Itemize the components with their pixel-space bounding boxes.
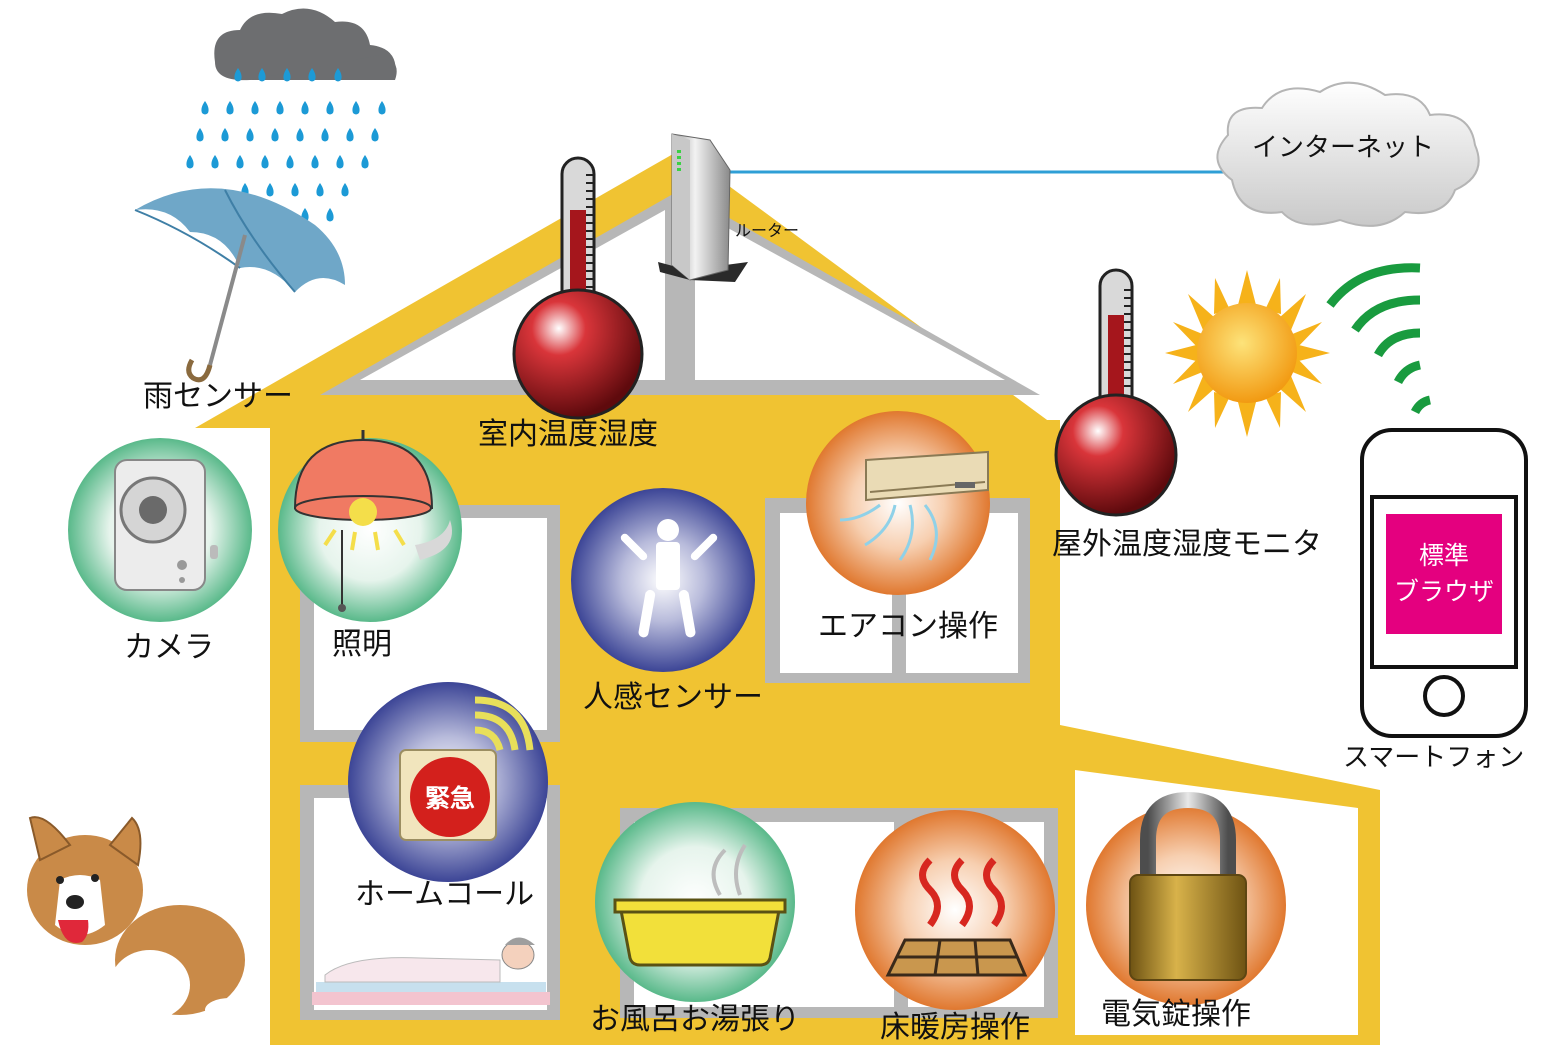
camera-label: カメラ: [124, 630, 214, 665]
thermometer-icon: [512, 156, 644, 420]
browser-label-line1: 標準: [1418, 541, 1469, 570]
internet-label: インターネット: [1252, 133, 1435, 163]
router-icon: [658, 133, 748, 282]
bath-label: お風呂お湯張り: [590, 1002, 800, 1037]
umbrella-icon: [134, 188, 345, 383]
motion-sensor-label: 人感センサー: [583, 680, 763, 715]
lighting-label: 照明: [332, 627, 392, 662]
floor-heating-label: 床暖房操作: [880, 1010, 1030, 1045]
standard-browser-badge[interactable]: 標準 ブラウザ: [1386, 514, 1502, 634]
indoor-temp-humidity-label: 室内温度湿度: [478, 417, 658, 452]
rain-sensor-label: 雨センサー: [143, 379, 293, 414]
air-conditioner-icon: [806, 411, 990, 595]
cloud-icon: [1216, 81, 1480, 227]
floor-heating-icon: [855, 810, 1055, 1010]
browser-label-line2: ブラウザ: [1393, 577, 1494, 606]
dog-icon: [27, 816, 255, 1030]
emergency-stamp: 緊急: [410, 757, 490, 837]
emergency-label: 緊急: [424, 784, 475, 813]
aircon-label: エアコン操作: [818, 609, 998, 644]
sun-icon: [1165, 270, 1330, 437]
electric-lock-label: 電気錠操作: [1101, 997, 1251, 1032]
router-label: ルーター: [735, 221, 800, 240]
thermometer-icon: [1054, 268, 1178, 517]
sleeping-person-icon: [312, 937, 550, 1005]
bathtub-icon: [595, 802, 795, 1002]
lamp-icon: [278, 430, 462, 622]
person-icon: [571, 488, 755, 672]
outdoor-monitor-label: 屋外温度湿度モニタ: [1052, 527, 1322, 562]
attic-right: [695, 210, 1005, 380]
smartphone-label: スマートフォン: [1343, 743, 1525, 773]
camera-icon: [68, 438, 252, 622]
home-call-label: ホームコール: [355, 877, 535, 912]
rain-cloud-icon: [186, 8, 397, 222]
padlock-icon[interactable]: [1086, 791, 1286, 1005]
wifi-signal-icon: [1326, 263, 1432, 415]
